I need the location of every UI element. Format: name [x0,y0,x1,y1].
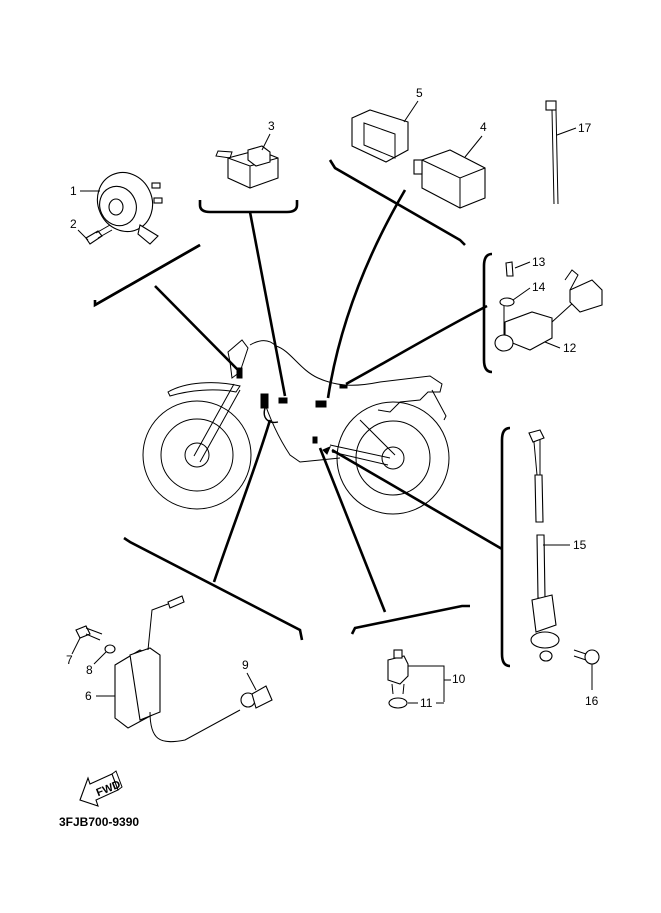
callout-15: 15 [573,538,587,552]
relay-cover-part [351,109,409,163]
callouts: 1 2 3 4 5 6 7 8 9 10 11 12 13 14 15 16 1… [66,86,599,710]
motorcycle-outline [142,339,450,515]
callout-9: 9 [242,658,249,672]
switch-gasket-part [388,697,408,709]
ignition-coil-part [114,595,241,743]
relay-part [215,145,279,189]
horn-bolt-part [85,224,113,245]
forward-arrow-icon [79,773,119,807]
callout-16: 16 [585,694,599,708]
leader-lines [154,189,503,613]
switch-screw-part [573,649,600,665]
callout-1: 1 [70,184,77,198]
spark-plug-cap-part [240,685,273,709]
cable-tie-part [545,100,559,205]
callout-10: 10 [452,672,466,686]
sidestand-switch-part [528,429,560,662]
callout-7: 7 [66,653,73,667]
group-brackets [93,159,511,668]
flasher-relay-part [413,149,486,209]
coil-washer-part [104,644,116,654]
callout-8: 8 [86,663,93,677]
callout-6: 6 [85,689,92,703]
coil-bolt-part [75,625,103,641]
callout-4: 4 [480,120,487,134]
drawing-code: 3FJB700-9390 [59,815,139,829]
sensor-part [494,261,603,352]
callout-17: 17 [578,121,592,135]
callout-12: 12 [563,341,577,355]
callout-3: 3 [268,119,275,133]
callout-2: 2 [70,217,77,231]
callout-5: 5 [416,86,423,100]
neutral-switch-part [387,649,409,695]
forward-direction-badge: FWD [79,770,123,807]
callout-13: 13 [532,255,546,269]
callout-14: 14 [532,280,546,294]
horn-part [96,171,163,245]
callout-11: 11 [420,696,433,710]
